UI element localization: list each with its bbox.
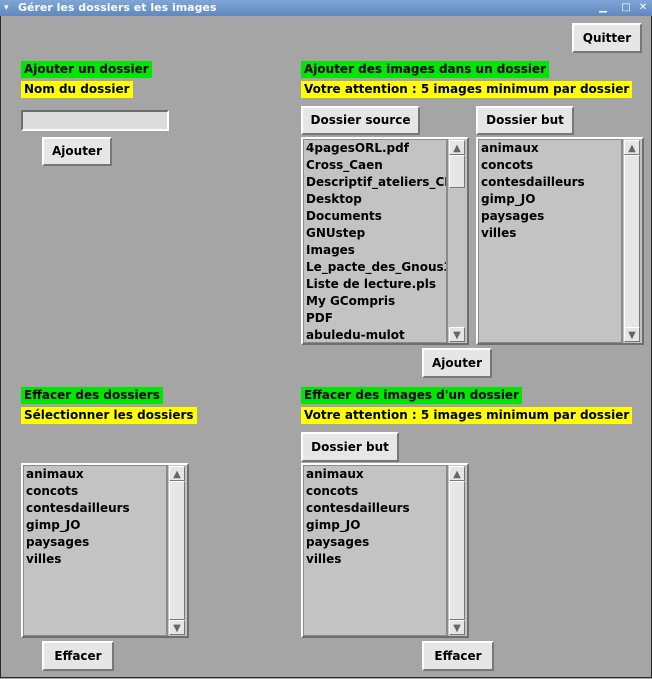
add-images-button[interactable]: Ajouter <box>422 348 492 378</box>
list-item[interactable]: Images <box>306 243 355 257</box>
list-item[interactable]: contesdailleurs <box>481 175 585 189</box>
list-item[interactable]: paysages <box>26 535 90 549</box>
list-item[interactable]: villes <box>306 552 342 566</box>
add-folder-button[interactable]: Ajouter <box>42 137 112 166</box>
list-item[interactable]: concots <box>26 484 79 498</box>
list-item[interactable]: abuledu-mulot <box>306 328 405 342</box>
window-title: Gérer les dossiers et les images <box>18 1 217 14</box>
delete-images-button[interactable]: Effacer <box>422 641 494 671</box>
list-item[interactable]: Cross_Caen <box>306 158 383 172</box>
source-folder-button[interactable]: Dossier source <box>301 106 420 135</box>
folder-name-input[interactable] <box>21 110 169 131</box>
list-item[interactable]: animaux <box>26 467 84 481</box>
delete-images-warning: Votre attention : 5 images minimum par d… <box>301 407 633 424</box>
list-item[interactable]: contesdailleurs <box>306 501 410 515</box>
window-menu-icon[interactable]: ▾ <box>4 3 9 13</box>
target-folder-button[interactable]: Dossier but <box>476 106 574 135</box>
list-item[interactable]: PDF <box>306 311 333 325</box>
list-item[interactable]: gimp_JO <box>26 518 81 532</box>
scroll-up-icon[interactable]: ▲ <box>449 140 465 155</box>
list-item[interactable]: 4pagesORL.pdf <box>306 141 409 155</box>
scroll-up-icon[interactable]: ▲ <box>624 140 640 155</box>
scroll-down-icon[interactable]: ▼ <box>449 620 465 635</box>
scroll-down-icon[interactable]: ▼ <box>169 620 185 635</box>
delete-target-folder-button[interactable]: Dossier but <box>301 432 399 462</box>
list-item[interactable]: paysages <box>481 209 545 223</box>
list-item[interactable]: concots <box>306 484 359 498</box>
scroll-up-icon[interactable]: ▲ <box>169 466 185 481</box>
list-item[interactable]: Le_pacte_des_Gnous30 <box>306 260 447 274</box>
add-images-warning: Votre attention : 5 images minimum par d… <box>301 81 633 98</box>
list-item[interactable]: GNUstep <box>306 226 366 240</box>
delete-images-scrollbar[interactable]: ▲ ▼ <box>447 465 467 636</box>
list-item[interactable]: gimp_JO <box>306 518 361 532</box>
scroll-thumb[interactable] <box>169 481 185 620</box>
scroll-thumb[interactable] <box>624 155 640 328</box>
scroll-thumb[interactable] <box>449 155 465 188</box>
delete-folders-scrollbar[interactable]: ▲ ▼ <box>167 465 187 636</box>
list-item[interactable]: Liste de lecture.pls <box>306 277 436 291</box>
list-item[interactable]: gimp_JO <box>481 192 536 206</box>
add-folder-heading: Ajouter un dossier <box>21 61 152 78</box>
list-item[interactable]: Documents <box>306 209 382 223</box>
quit-button[interactable]: Quitter <box>572 23 642 53</box>
list-item[interactable]: My GCompris <box>306 294 396 308</box>
delete-folders-button[interactable]: Effacer <box>42 641 114 671</box>
list-item[interactable]: animaux <box>306 467 364 481</box>
scroll-down-icon[interactable]: ▼ <box>449 327 465 342</box>
folder-name-label: Nom du dossier <box>21 81 133 98</box>
maximize-icon[interactable]: □ <box>621 2 631 13</box>
list-item[interactable]: villes <box>481 226 517 240</box>
close-icon[interactable]: ✕ <box>638 2 648 13</box>
source-scrollbar[interactable]: ▲ ▼ <box>447 139 467 343</box>
list-item[interactable]: Descriptif_ateliers_CE1- <box>306 175 446 189</box>
scroll-up-icon[interactable]: ▲ <box>449 466 465 481</box>
list-item[interactable]: animaux <box>481 141 539 155</box>
list-item[interactable]: Desktop <box>306 192 362 206</box>
scroll-down-icon[interactable]: ▼ <box>624 327 640 342</box>
list-item[interactable]: concots <box>481 158 534 172</box>
delete-folders-heading: Effacer des dossiers <box>21 387 163 404</box>
target-scrollbar[interactable]: ▲ ▼ <box>622 139 642 343</box>
scroll-thumb[interactable] <box>449 481 465 620</box>
add-images-heading: Ajouter des images dans un dossier <box>301 61 550 78</box>
delete-images-heading: Effacer des images d'un dossier <box>301 387 522 404</box>
list-item[interactable]: contesdailleurs <box>26 501 130 515</box>
minimize-icon[interactable]: ▁ <box>599 2 607 13</box>
list-item[interactable]: paysages <box>306 535 370 549</box>
select-folders-label: Sélectionner les dossiers <box>21 407 197 424</box>
title-bar: ▾ Gérer les dossiers et les images ▁ □ ✕ <box>0 0 652 16</box>
list-item[interactable]: villes <box>26 552 62 566</box>
